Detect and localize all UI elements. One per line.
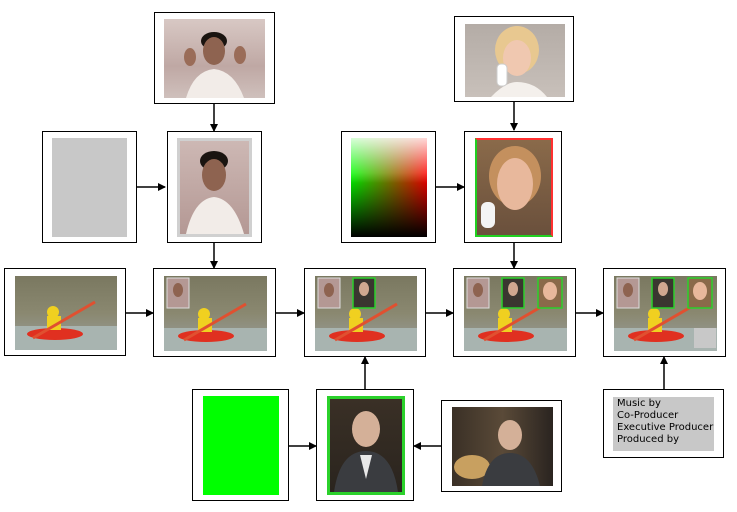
man-gesturing-image — [164, 19, 265, 98]
node-woman-cropped — [464, 131, 562, 243]
node-kayak-source — [4, 268, 126, 356]
oldman-keyed-image — [327, 396, 405, 495]
credits-card: Music by Co-Producer Executive Producer … — [613, 397, 714, 451]
node-composite-2 — [304, 268, 426, 357]
credit-line: Executive Producer — [617, 422, 714, 433]
node-green-matte — [192, 389, 289, 501]
node-oldman-keyed — [316, 389, 414, 501]
composite-3-image — [464, 276, 567, 351]
credit-line: Produced by — [617, 434, 679, 445]
node-man-source — [154, 12, 275, 104]
composite-final-image — [614, 276, 717, 351]
man-cropped-image — [177, 138, 252, 237]
woman-phone-image — [465, 24, 565, 97]
node-composite-3 — [453, 268, 576, 357]
red-green-gradient — [351, 138, 427, 237]
node-oldman-source — [441, 400, 562, 492]
node-composite-final — [603, 268, 726, 357]
credit-line: Co-Producer — [617, 410, 679, 421]
credit-line: Music by — [617, 398, 661, 409]
kayak-image — [15, 276, 117, 350]
node-gradient-matte — [341, 131, 436, 243]
node-woman-source — [454, 16, 574, 102]
node-gray-card — [42, 131, 137, 243]
composite-2-image — [315, 276, 417, 351]
woman-cropped-image — [475, 138, 553, 237]
oldman-source-image — [452, 407, 553, 486]
green-matte — [203, 396, 279, 495]
gray-card — [52, 138, 127, 237]
node-composite-1 — [153, 268, 276, 357]
node-man-cropped — [167, 131, 262, 243]
composite-1-image — [164, 276, 267, 351]
